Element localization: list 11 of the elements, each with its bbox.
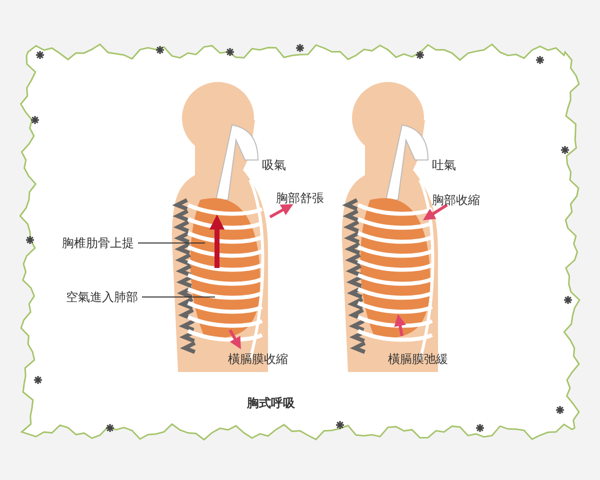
annotation-text: 胸部收縮 [432,193,480,207]
caption: 胸式呼吸 [247,396,295,410]
leader-line [138,242,206,244]
callout-label: 空氣進入肺部 [66,290,138,304]
annotation-text: 吸氣 [262,158,286,172]
leader-line [142,296,216,298]
annotation-text: 橫膈膜弛緩 [388,352,448,366]
annotation-text: 吐氣 [432,158,456,172]
callout-label: 胸椎肋骨上提 [62,236,134,250]
annotation-text: 胸部舒張 [276,191,324,205]
annotation-text: 橫膈膜收縮 [228,352,288,366]
